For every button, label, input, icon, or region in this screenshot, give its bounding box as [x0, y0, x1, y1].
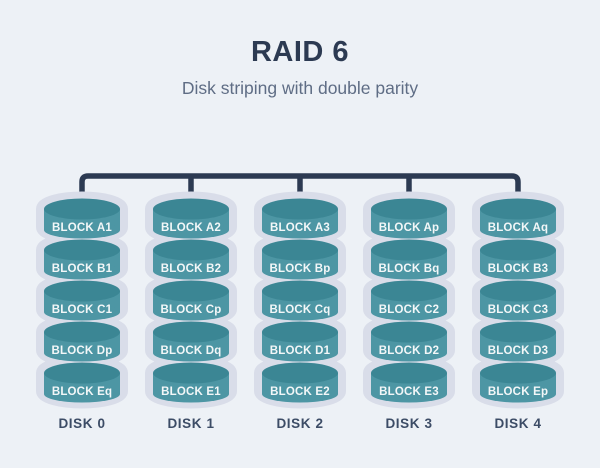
disk-label: DISK 1 [167, 416, 215, 431]
block-cylinder: BLOCK Cq [262, 280, 338, 321]
disk-cylinder-stack: BLOCK A3 BLOCK Bp BLOCK Cq BLOCK D1 BLOC… [254, 191, 346, 409]
disk-cylinder-stack: BLOCK A1 BLOCK B1 BLOCK C1 BLOCK Dp BLOC… [36, 191, 128, 409]
block-label: BLOCK B2 [161, 263, 221, 275]
disk-cylinder-stack: BLOCK Aq BLOCK B3 BLOCK C3 BLOCK D3 BLOC… [472, 191, 564, 409]
block-label: BLOCK Cp [160, 304, 221, 316]
block-label: BLOCK D3 [488, 345, 548, 357]
block-cylinder: BLOCK Bq [371, 239, 447, 280]
block-cylinder: BLOCK Aq [480, 198, 556, 239]
raid-diagram: BLOCK A1 BLOCK B1 BLOCK C1 BLOCK Dp BLOC… [0, 191, 600, 431]
block-cylinder: BLOCK C1 [44, 280, 120, 321]
block-label: BLOCK B1 [52, 263, 113, 275]
block-cylinder: BLOCK Eq [44, 362, 120, 403]
block-cylinder: BLOCK A2 [153, 198, 229, 239]
disk-label: DISK 3 [385, 416, 433, 431]
block-cylinder: BLOCK Dp [44, 321, 120, 362]
block-label: BLOCK Bq [378, 263, 439, 275]
block-label: BLOCK Dq [160, 345, 221, 357]
block-cylinder: BLOCK C3 [480, 280, 556, 321]
block-cylinder: BLOCK A1 [44, 198, 120, 239]
block-cylinder: BLOCK D2 [371, 321, 447, 362]
block-label: BLOCK Ep [488, 386, 548, 398]
block-cylinder: BLOCK A3 [262, 198, 338, 239]
block-cylinder: BLOCK D3 [480, 321, 556, 362]
disk-cylinder-stack: BLOCK A2 BLOCK B2 BLOCK Cp BLOCK Dq BLOC… [145, 191, 237, 409]
block-label: BLOCK D2 [379, 345, 439, 357]
block-cylinder: BLOCK E2 [262, 362, 338, 403]
block-label: BLOCK C2 [379, 304, 439, 316]
block-cylinder: BLOCK Cp [153, 280, 229, 321]
block-cylinder: BLOCK D1 [262, 321, 338, 362]
block-label: BLOCK Dp [51, 345, 112, 357]
block-label: BLOCK A1 [52, 222, 112, 234]
block-cylinder: BLOCK Ap [371, 198, 447, 239]
block-label: BLOCK A2 [161, 222, 221, 234]
block-label: BLOCK C1 [52, 304, 113, 316]
block-label: BLOCK E1 [161, 386, 221, 398]
disk-column-3: BLOCK Ap BLOCK Bq BLOCK C2 BLOCK D2 BLOC… [363, 191, 455, 431]
disk-column-0: BLOCK A1 BLOCK B1 BLOCK C1 BLOCK Dp BLOC… [36, 191, 128, 431]
block-label: BLOCK Aq [488, 222, 549, 234]
block-cylinder: BLOCK B3 [480, 239, 556, 280]
block-label: BLOCK D1 [270, 345, 331, 357]
disk-cylinder-stack: BLOCK Ap BLOCK Bq BLOCK C2 BLOCK D2 BLOC… [363, 191, 455, 409]
block-cylinder: BLOCK B1 [44, 239, 120, 280]
block-label: BLOCK Ap [379, 222, 440, 234]
block-cylinder: BLOCK Bp [262, 239, 338, 280]
block-label: BLOCK E3 [379, 386, 439, 398]
disk-column-1: BLOCK A2 BLOCK B2 BLOCK Cp BLOCK Dq BLOC… [145, 191, 237, 431]
block-label: BLOCK E2 [270, 386, 330, 398]
block-cylinder: BLOCK E3 [371, 362, 447, 403]
block-cylinder: BLOCK B2 [153, 239, 229, 280]
page-subtitle: Disk striping with double parity [181, 78, 419, 98]
page-title: RAID 6 [250, 36, 350, 68]
block-label: BLOCK A3 [270, 222, 330, 234]
block-label: BLOCK Eq [52, 386, 112, 398]
block-cylinder: BLOCK E1 [153, 362, 229, 403]
disk-label: DISK 0 [58, 416, 106, 431]
block-cylinder: BLOCK Dq [153, 321, 229, 362]
block-cylinder: BLOCK Ep [480, 362, 556, 403]
block-label: BLOCK Bp [269, 263, 330, 275]
disk-label: DISK 2 [276, 416, 324, 431]
block-cylinder: BLOCK C2 [371, 280, 447, 321]
block-label: BLOCK C3 [488, 304, 548, 316]
diagram-header: RAID 6 Disk striping with double parity [0, 36, 600, 99]
block-label: BLOCK B3 [488, 263, 548, 275]
disk-column-4: BLOCK Aq BLOCK B3 BLOCK C3 BLOCK D3 BLOC… [472, 191, 564, 431]
disk-column-2: BLOCK A3 BLOCK Bp BLOCK Cq BLOCK D1 BLOC… [254, 191, 346, 431]
block-label: BLOCK Cq [269, 304, 330, 316]
disk-label: DISK 4 [494, 416, 542, 431]
